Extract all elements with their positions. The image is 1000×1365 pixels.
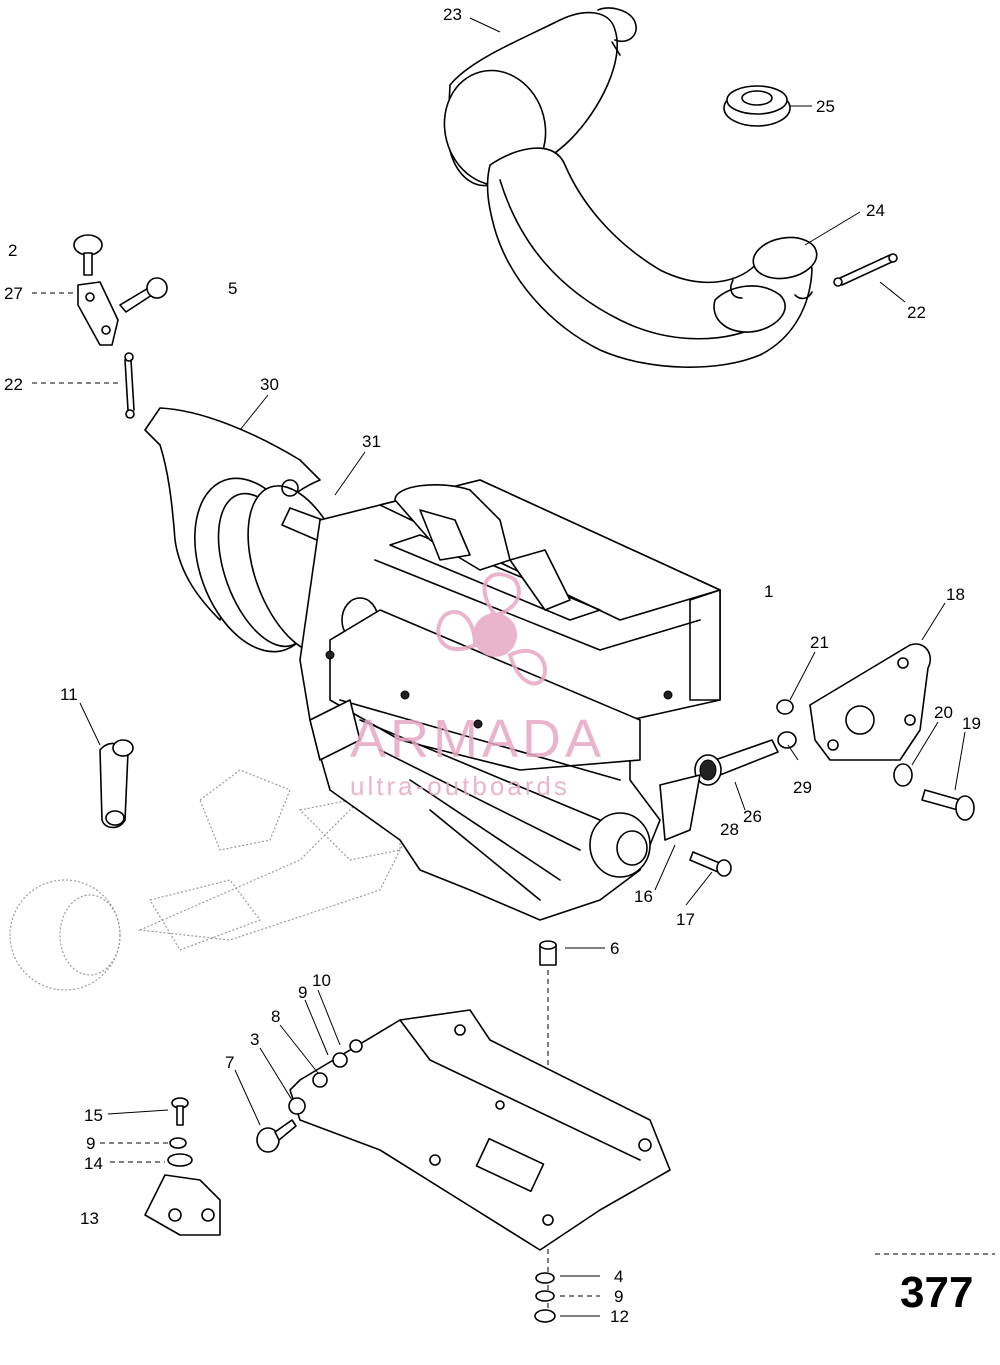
- callout-22-right: 22: [907, 303, 926, 322]
- washer-stack-icon: [534, 1272, 556, 1323]
- washer-9-left-icon: [169, 1137, 187, 1149]
- bolt-19-icon: [921, 789, 975, 821]
- callout-29: 29: [793, 778, 812, 797]
- callout-9-upper: 9: [298, 983, 307, 1002]
- callout-26: 26: [743, 807, 762, 826]
- exhaust-pipe-icon: [486, 147, 818, 368]
- callout-17: 17: [676, 910, 695, 929]
- callout-14: 14: [84, 1154, 103, 1173]
- callout-25: 25: [816, 97, 835, 116]
- hook-icon: [99, 739, 134, 829]
- nut-icon: [312, 1039, 363, 1088]
- propeller-logo-icon: [436, 572, 548, 686]
- bolt-17-icon: [689, 851, 732, 877]
- callout-13: 13: [80, 1209, 99, 1228]
- screw-15-icon: [171, 1097, 189, 1126]
- callout-12: 12: [610, 1307, 629, 1326]
- spring-left-icon: [124, 352, 135, 419]
- callout-5: 5: [228, 279, 237, 298]
- callout-31: 31: [362, 432, 381, 451]
- callout-10: 10: [312, 971, 331, 990]
- watermark-tagline: ultra-outboards: [350, 771, 570, 801]
- callout-30: 30: [260, 375, 279, 394]
- bracket-icon: [77, 281, 119, 346]
- callout-19: 19: [962, 714, 981, 733]
- callout-18: 18: [946, 585, 965, 604]
- fitting-icon: [694, 739, 779, 786]
- leader-lines: [32, 17, 995, 1317]
- callout-27: 27: [4, 284, 23, 303]
- callout-9-bottom: 9: [614, 1287, 623, 1306]
- page-number: 377: [900, 1268, 973, 1317]
- mounting-plate-icon: [289, 1009, 671, 1251]
- callout-21: 21: [810, 633, 829, 652]
- spacer-icon: [539, 940, 557, 966]
- stud-7-icon: [256, 1097, 306, 1153]
- callout-16: 16: [634, 887, 653, 906]
- washer-icon: [893, 763, 913, 787]
- callout-6: 6: [610, 939, 619, 958]
- bolt-icon: [119, 277, 168, 313]
- callout-7: 7: [225, 1053, 234, 1072]
- callout-28: 28: [720, 820, 739, 839]
- callout-3: 3: [250, 1030, 259, 1049]
- stud-icon: [776, 699, 797, 749]
- callout-2: 2: [8, 241, 17, 260]
- washer-14-icon: [167, 1153, 193, 1167]
- muffler-icon: [443, 7, 637, 187]
- callout-8: 8: [271, 1007, 280, 1026]
- callouts: 23 25 24 22 2 27 5 22 30 31 1 18 21 11 2…: [4, 5, 981, 1326]
- watermark: ARMADA ultra-outboards: [350, 572, 605, 801]
- callout-15: 15: [84, 1106, 103, 1125]
- callout-9-lower: 9: [86, 1134, 95, 1153]
- flange-plate-icon: [809, 643, 932, 761]
- callout-4: 4: [614, 1267, 623, 1286]
- grommet-icon: [723, 85, 791, 127]
- callout-20: 20: [934, 703, 953, 722]
- small-bracket-icon: [659, 774, 701, 841]
- callout-24: 24: [866, 201, 885, 220]
- callout-11: 11: [60, 685, 78, 704]
- callout-1: 1: [764, 582, 773, 601]
- watermark-brand: ARMADA: [350, 709, 605, 769]
- spring-icon: [833, 253, 898, 287]
- engine-block-icon: [299, 479, 721, 921]
- callout-22-left: 22: [4, 375, 23, 394]
- callout-23: 23: [443, 5, 462, 24]
- cap-screw-icon: [73, 234, 103, 276]
- engine-mount-icon: [144, 1174, 221, 1236]
